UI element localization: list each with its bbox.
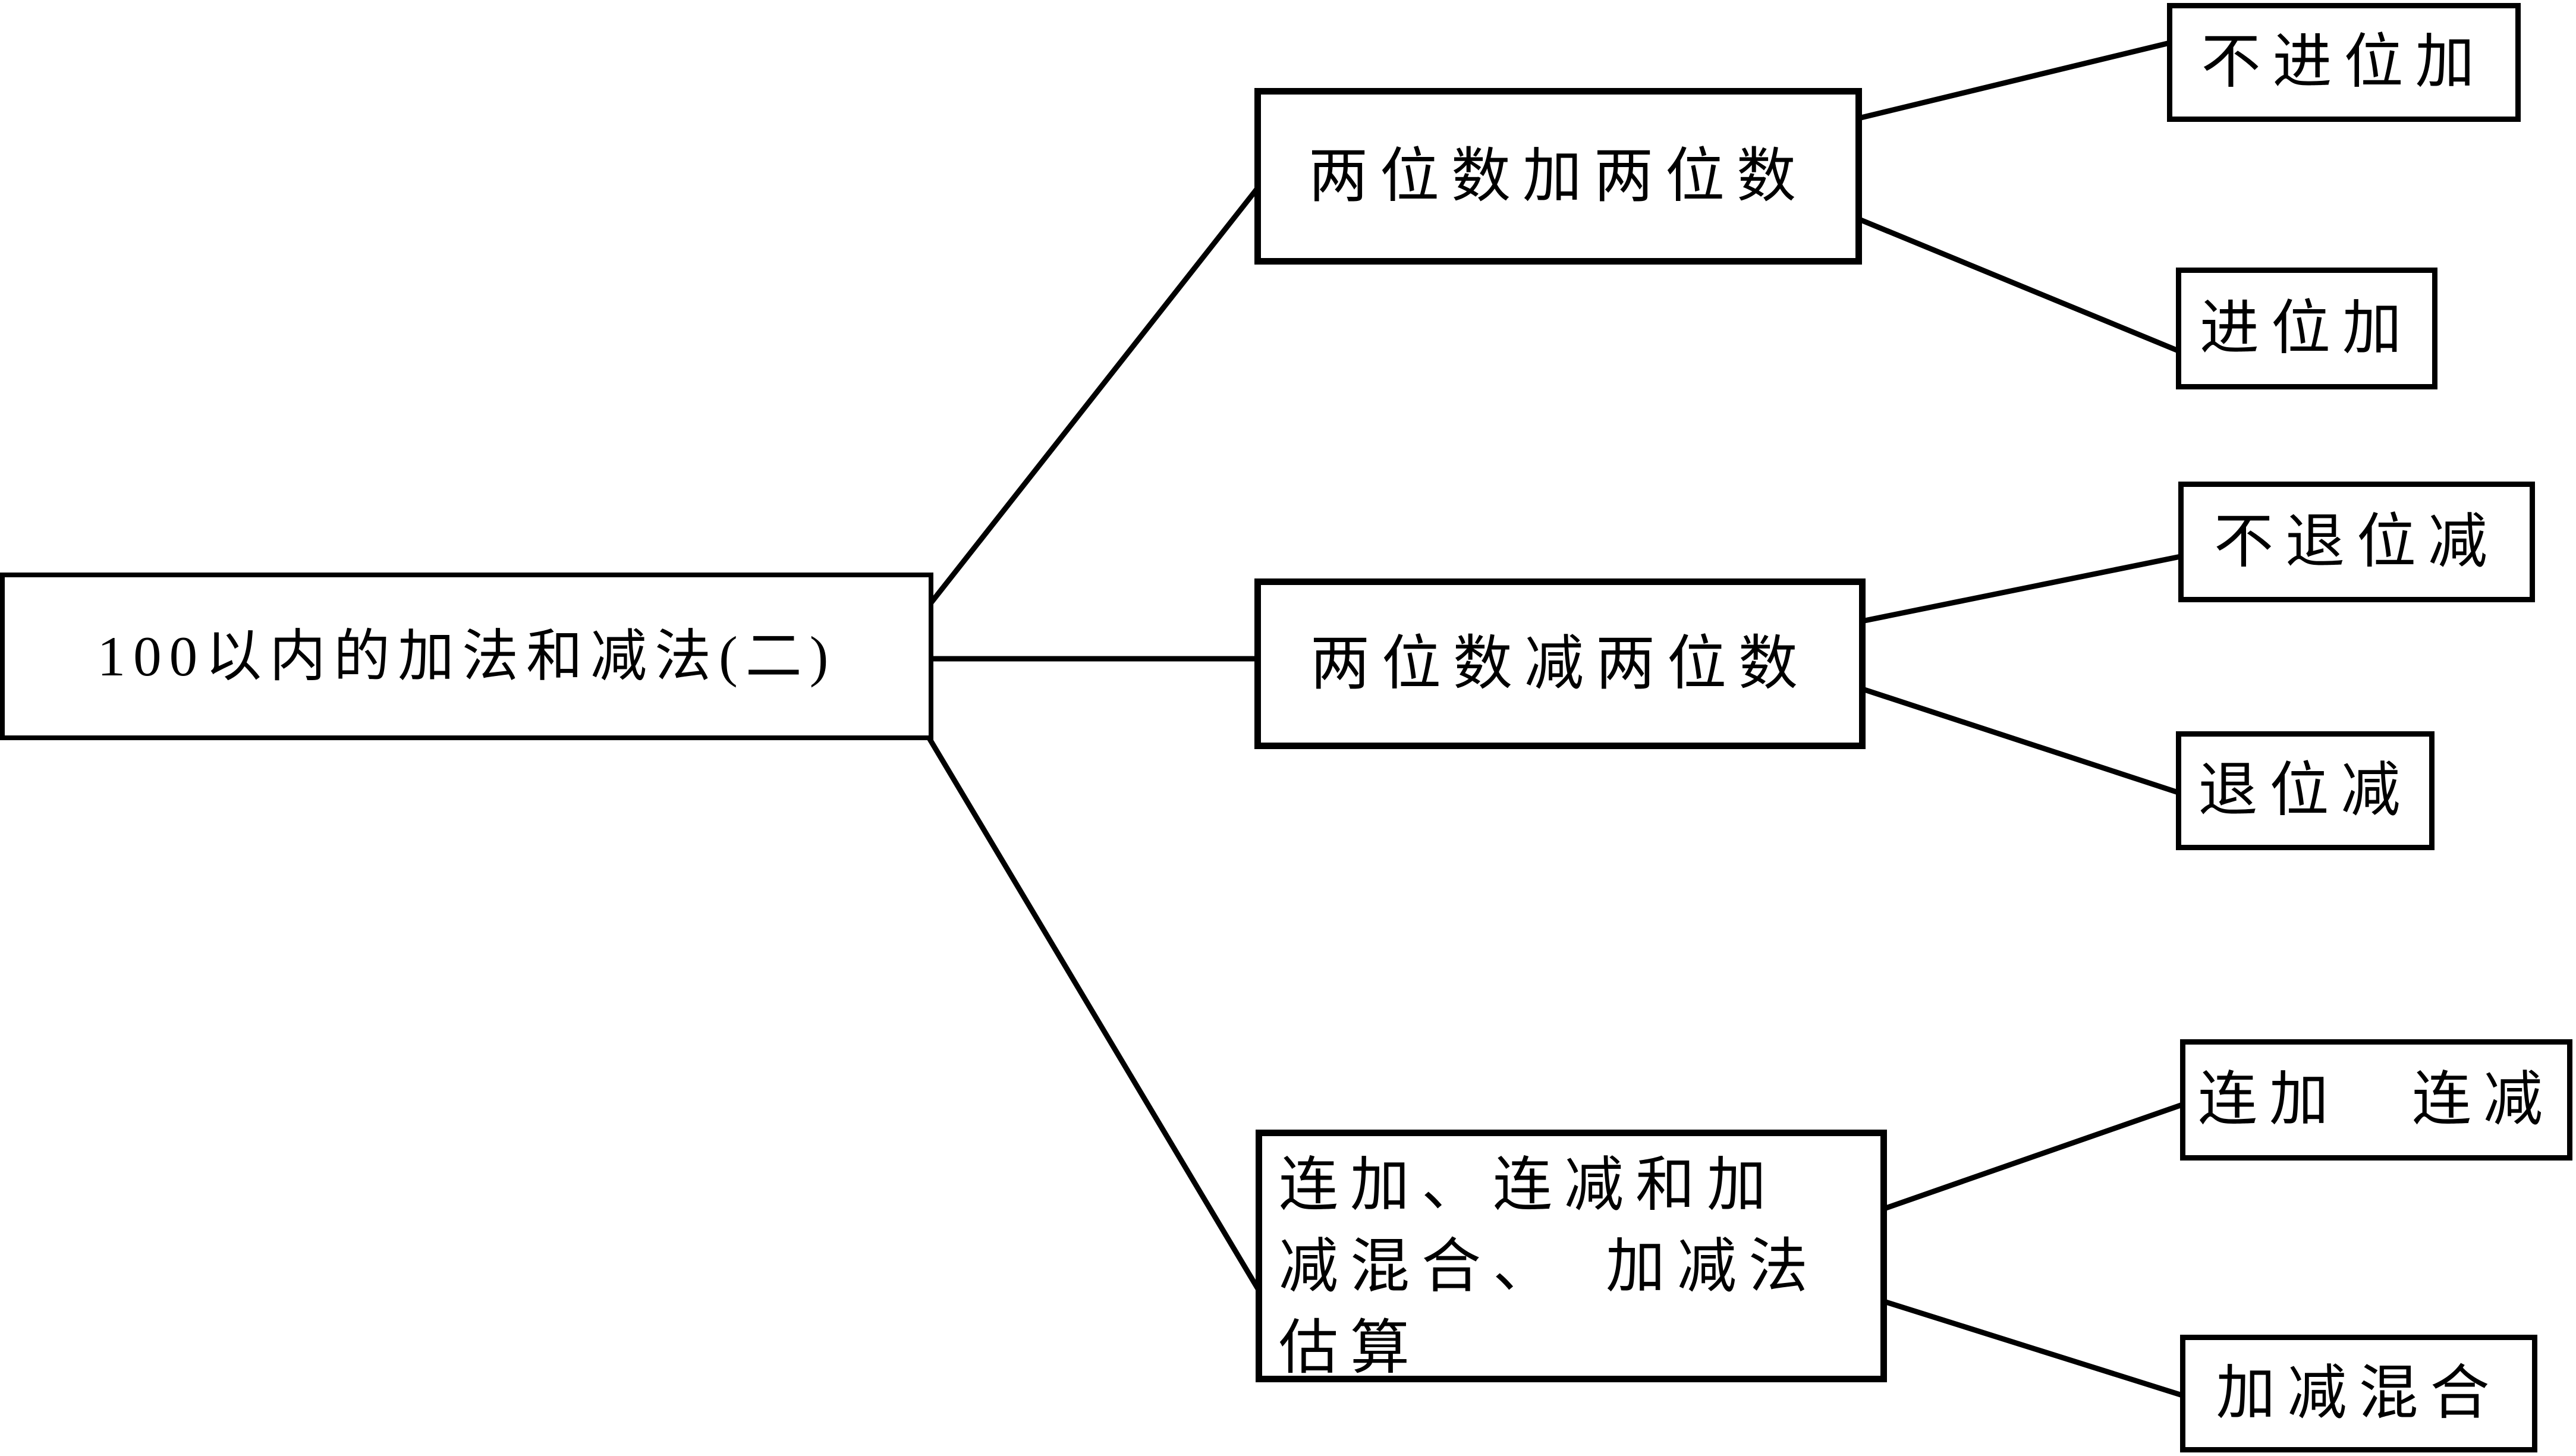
branch-node-two-digit-subtraction: 两位数减两位数 xyxy=(1254,578,1866,749)
branch-node-label-line-3: 估算 xyxy=(1279,1315,1421,1381)
leaf-node-addition-without-carrying: 不进位加 xyxy=(2167,3,2521,122)
connector-mix-to-leaf-mixed xyxy=(1885,1299,2184,1398)
leaf-node-label: 不进位加 xyxy=(2201,29,2487,95)
leaf-node-subtraction-without-borrowing: 不退位减 xyxy=(2178,482,2535,602)
branch-node-label-line-1: 连加、连减和加 xyxy=(1279,1152,1778,1218)
branch-node-two-digit-addition: 两位数加两位数 xyxy=(1254,88,1862,265)
leaf-node-label: 加减混合 xyxy=(2216,1360,2502,1426)
connector-mix-to-leaf-serial xyxy=(1885,1102,2184,1211)
leaf-node-mixed-addition-subtraction: 加减混合 xyxy=(2180,1335,2537,1452)
leaf-node-label: 进位加 xyxy=(2200,295,2414,361)
branch-node-label-line-2: 减混合、 加减法 xyxy=(1279,1234,1820,1300)
leaf-node-label: 不退位减 xyxy=(2214,508,2499,575)
connector-sub-to-leaf-no-borrow xyxy=(1864,554,2181,624)
branch-node-label: 两位数加两位数 xyxy=(1309,143,1808,209)
connector-add-to-leaf-no-carry xyxy=(1860,40,2171,121)
root-node-label: 100以内的加法和减法(二) xyxy=(97,624,836,688)
root-node: 100以内的加法和减法(二) xyxy=(0,573,933,740)
connector-root-to-branch-add xyxy=(929,187,1259,605)
leaf-node-label: 连加 连减 xyxy=(2198,1067,2555,1133)
branch-node-serial-and-mixed-operations: 连加、连减和加 减混合、 加减法 估算 xyxy=(1256,1130,1887,1382)
leaf-node-subtraction-with-borrowing: 退位减 xyxy=(2176,731,2435,850)
branch-node-label: 两位数减两位数 xyxy=(1310,630,1810,697)
leaf-node-label: 退位减 xyxy=(2198,757,2413,823)
connector-add-to-leaf-carry xyxy=(1860,217,2179,354)
leaf-node-addition-with-carrying: 进位加 xyxy=(2176,268,2437,389)
connector-root-to-branch-mix xyxy=(926,735,1260,1291)
leaf-node-serial-addition-serial-subtraction: 连加 连减 xyxy=(2180,1039,2572,1161)
connector-sub-to-leaf-borrow xyxy=(1863,687,2179,795)
